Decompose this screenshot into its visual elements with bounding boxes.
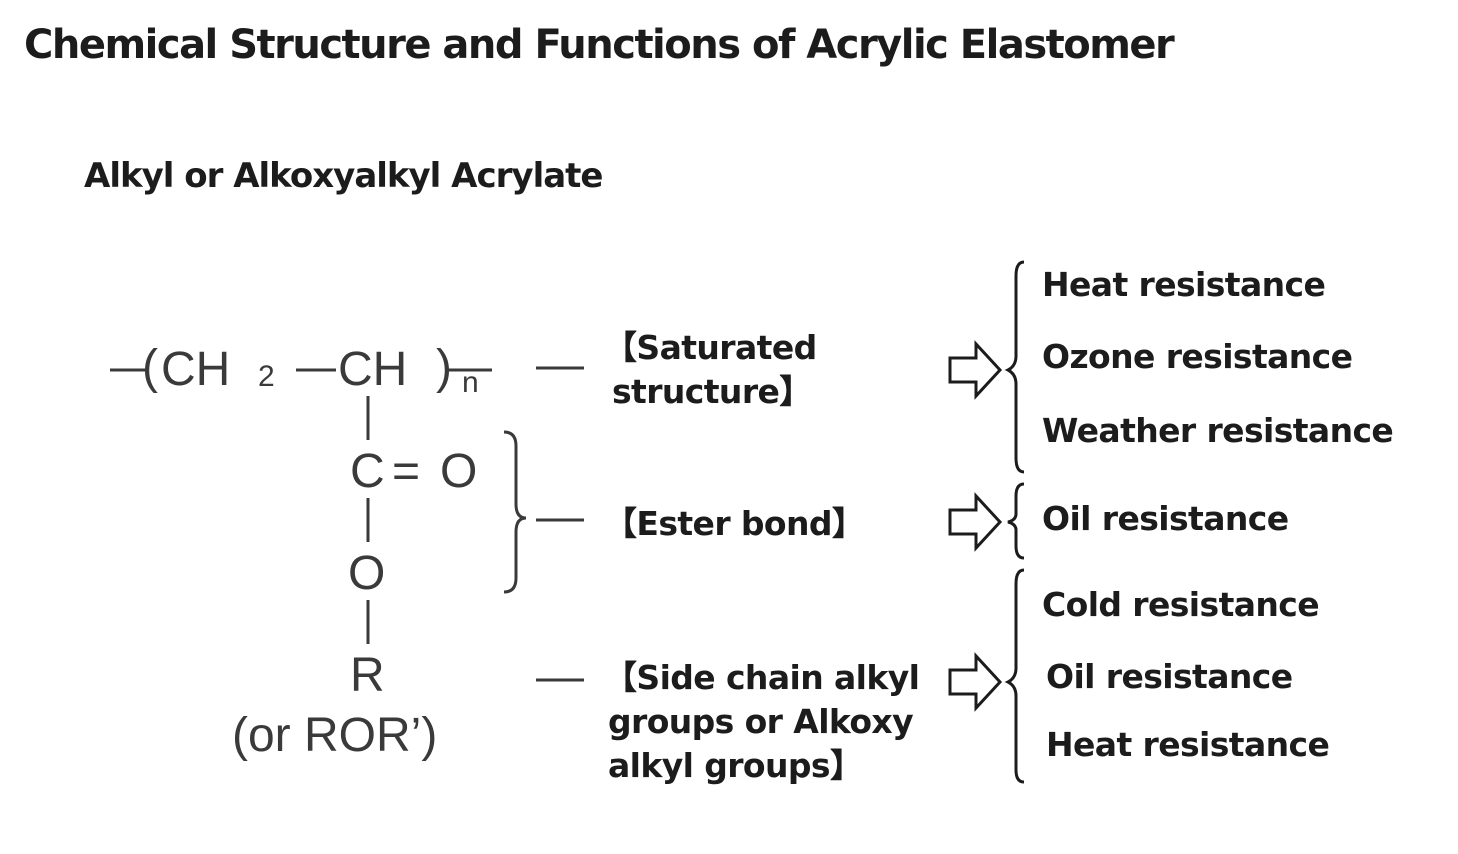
property-heat-resistance: Heat resistance (1042, 265, 1326, 304)
arrow-icon-2 (948, 492, 1003, 552)
arrow-icon-1 (948, 340, 1003, 400)
brace-group-3 (1004, 568, 1025, 784)
brace-group-2 (1007, 482, 1025, 560)
ester-bracket (503, 430, 527, 594)
diagram-subtitle: Alkyl or Alkoxyalkyl Acrylate (84, 156, 603, 196)
right-paren: ) (436, 341, 452, 394)
property-heat-resistance: Heat resistance (1046, 725, 1330, 764)
property-oil-resistance: Oil resistance (1046, 657, 1293, 696)
label-line: alkyl groups】 (608, 746, 863, 785)
property-oil-resistance: Oil resistance (1042, 499, 1289, 538)
label-side-chain: 【Side chain alkyl groups or Alkoxy alkyl… (604, 656, 920, 788)
ch-group: CH (338, 343, 408, 396)
label-line: structure】 (612, 372, 812, 411)
label-ester-bond: 【Ester bond】 (604, 502, 865, 546)
double-bond: = (392, 445, 421, 498)
page-title: Chemical Structure and Functions of Acry… (24, 22, 1175, 68)
ester-oxygen: O (348, 547, 386, 600)
brace-group-1 (1004, 260, 1025, 474)
property-weather-resistance: Weather resistance (1042, 411, 1394, 450)
ch2-subscript: 2 (258, 360, 275, 393)
label-line: 【Ester bond】 (604, 504, 865, 543)
or-ror-group: (or ROR’) (232, 709, 438, 762)
left-paren: ( (142, 341, 158, 394)
repeat-n: n (462, 366, 479, 399)
ch2-group: CH (161, 343, 231, 396)
arrow-icon-3 (948, 652, 1003, 712)
property-ozone-resistance: Ozone resistance (1042, 337, 1353, 376)
r-group: R (350, 649, 385, 702)
label-saturated-structure: 【Saturated structure】 (604, 326, 817, 414)
label-line: 【Saturated (604, 328, 817, 367)
label-line: 【Side chain alkyl (604, 658, 920, 697)
carbonyl-oxygen: O (440, 445, 478, 498)
label-line: groups or Alkoxy (608, 702, 914, 741)
carbonyl-carbon: C (350, 445, 385, 498)
property-cold-resistance: Cold resistance (1042, 585, 1320, 624)
